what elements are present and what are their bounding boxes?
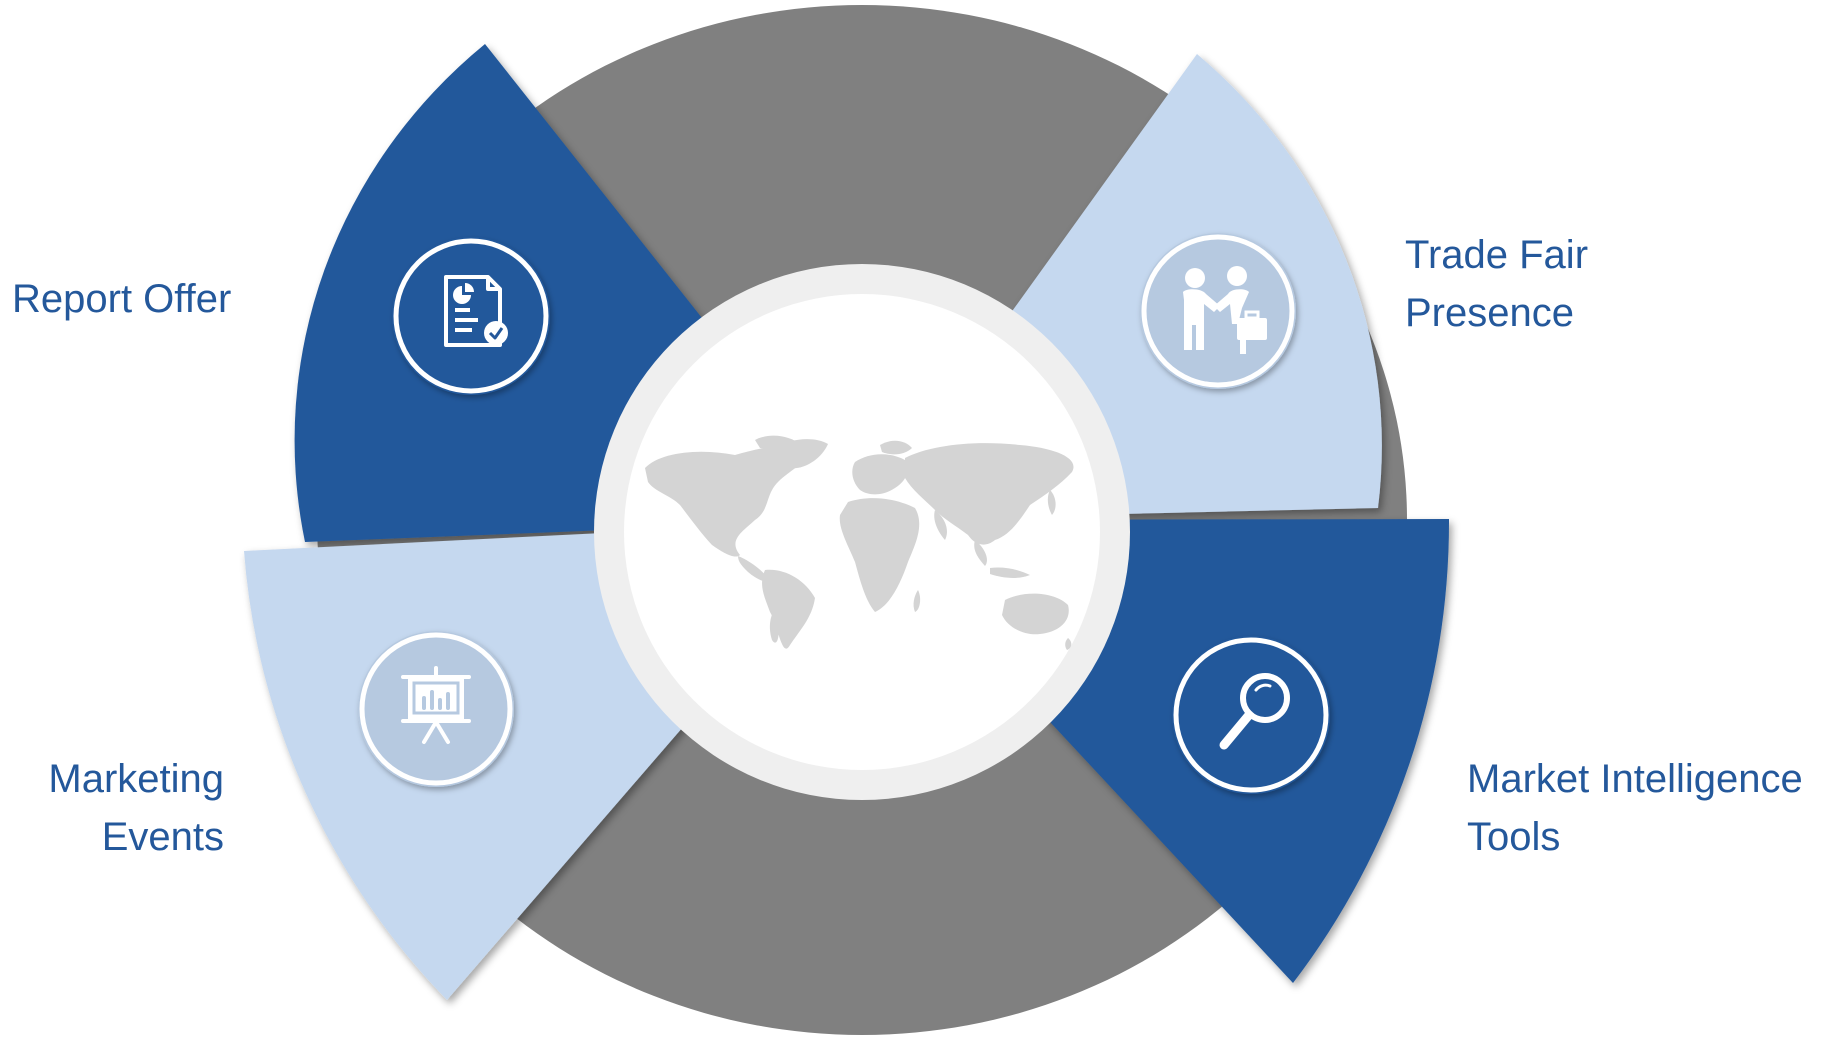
report-document-icon xyxy=(444,275,508,347)
label-line: Trade Fair xyxy=(1405,233,1589,277)
label-trade-fair-presence: Trade Fair Presence xyxy=(1405,226,1588,342)
label-line: Marketing xyxy=(48,757,224,801)
label-line: Market Intelligence xyxy=(1467,757,1803,801)
world-map-icon xyxy=(645,435,1074,650)
label-marketing-events: Marketing Events xyxy=(28,750,224,866)
trade-fair-icon-circle[interactable] xyxy=(1140,233,1296,389)
presentation-board-icon xyxy=(401,666,471,744)
label-line: Tools xyxy=(1467,815,1561,859)
label-line: Events xyxy=(101,815,224,859)
handshake-business-icon xyxy=(1183,266,1267,354)
label-market-intelligence-tools: Market Intelligence Tools xyxy=(1467,750,1803,866)
label-line: Report Offer xyxy=(12,277,232,321)
label-line: Presence xyxy=(1405,291,1574,335)
magnifier-icon xyxy=(1219,673,1290,750)
label-report-offer: Report Offer xyxy=(12,270,231,328)
report-icon-circle[interactable] xyxy=(392,237,550,395)
